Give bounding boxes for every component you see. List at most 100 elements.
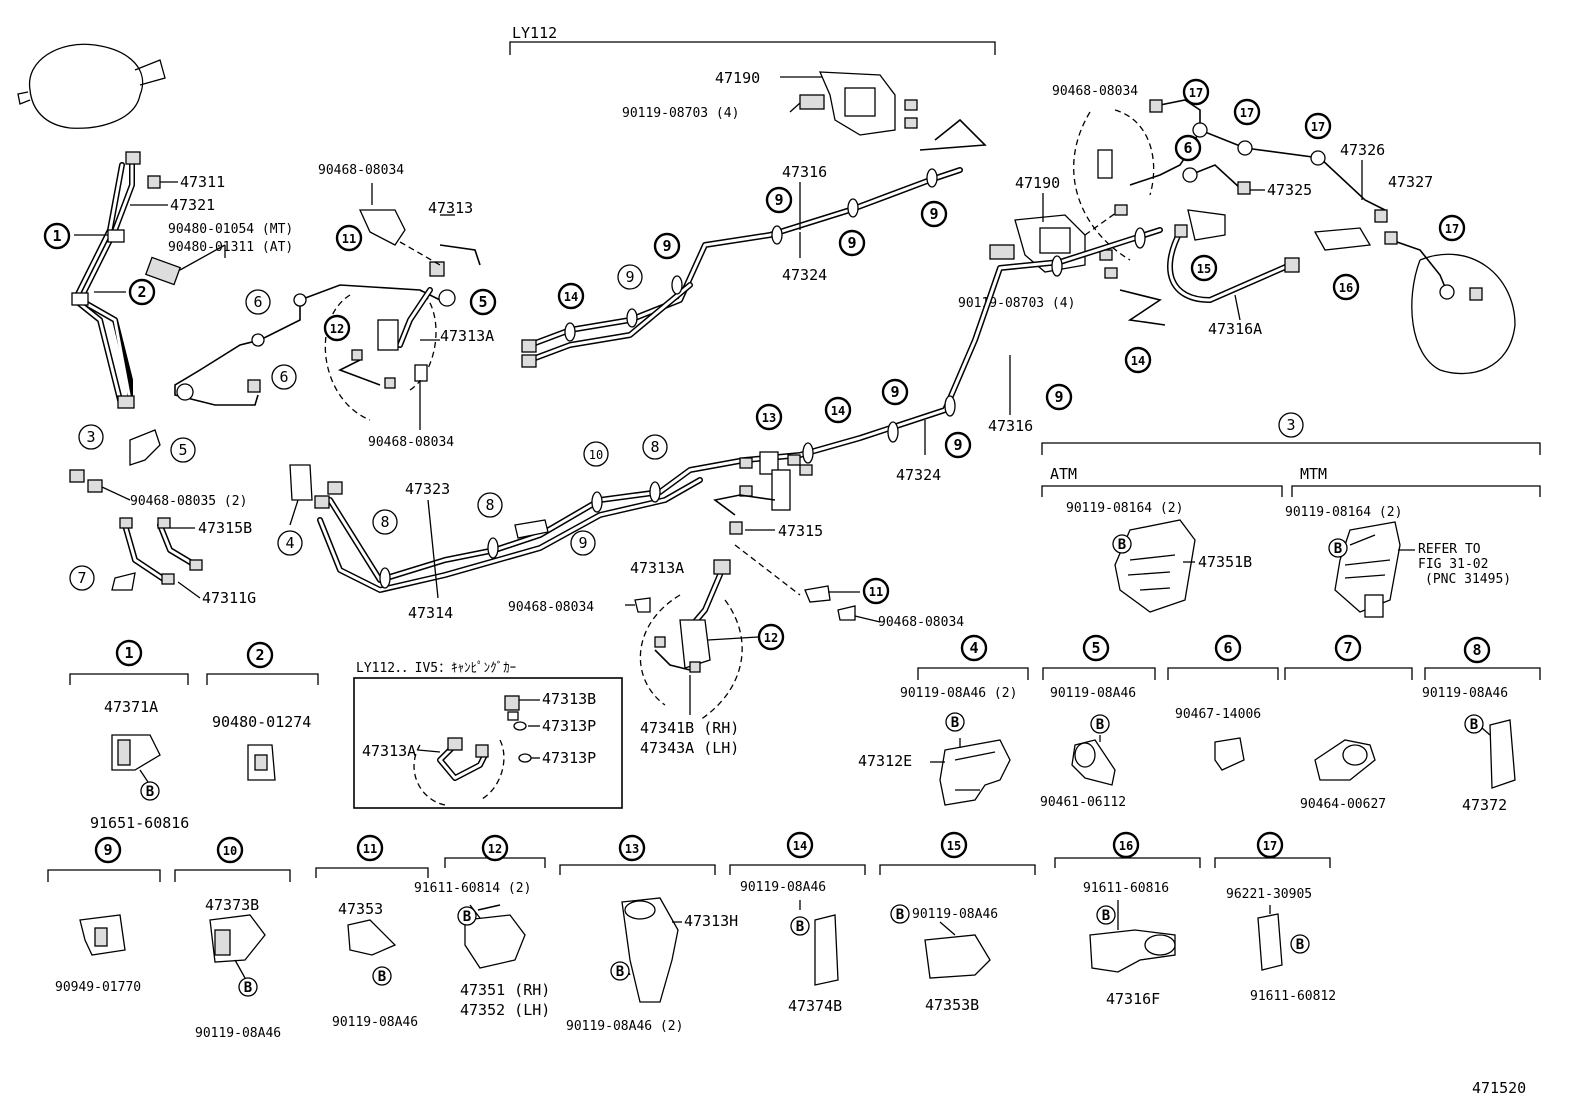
- callout-circle: [335, 224, 363, 252]
- callout-number: 17: [1445, 222, 1459, 236]
- label-47313h: 47313H: [684, 912, 738, 930]
- callout-circle: [862, 577, 890, 605]
- svg-text:B: B: [463, 909, 471, 925]
- label-47315: 47315: [778, 522, 823, 540]
- label-atm-bolt: 90119-08164 (2): [1066, 501, 1183, 516]
- diagram-id: 471520: [1472, 1079, 1526, 1097]
- callout-circle: [469, 288, 497, 316]
- callout-circle: [881, 378, 909, 406]
- callout-group: 1234556678889999999991011111212131414141…: [43, 78, 1491, 864]
- label-90119-08703-right: 90119-08703 (4): [958, 296, 1075, 311]
- callout-number: 15: [1197, 262, 1211, 276]
- callout-circle: [277, 530, 303, 556]
- hose-and-tubes-left: [144, 244, 456, 406]
- label-47315b: 47315B: [198, 519, 252, 537]
- callout-circle: [786, 831, 814, 859]
- label-90468-08035: 90468-08035 (2): [130, 494, 247, 509]
- label-d16a: 91611-60816: [1083, 881, 1169, 896]
- callout-circle: [1182, 78, 1210, 106]
- label-d5a: 90119-08A46: [1050, 686, 1136, 701]
- callout-circle: [765, 186, 793, 214]
- callout-number: 12: [764, 631, 778, 645]
- label-47371a: 47371A: [104, 698, 158, 716]
- callout-circle: [838, 229, 866, 257]
- label-47313b: 47313B: [542, 690, 596, 708]
- callout-circle: [170, 437, 196, 463]
- callout-number: 14: [1131, 354, 1145, 368]
- callout-circle: [1233, 98, 1261, 126]
- label-47324-top: 47324: [782, 266, 827, 284]
- label-47374b: 47374B: [788, 997, 842, 1015]
- callout-number: 14: [793, 839, 807, 853]
- label-90480-mt: 90480-01054 (MT): [168, 222, 293, 237]
- detail-brackets-row1: [69, 667, 1541, 806]
- callout-number: 7: [1343, 639, 1352, 657]
- callout-number: 3: [86, 428, 95, 446]
- label-47313a-inset: 47313A: [362, 742, 416, 760]
- callout-circle: [356, 834, 384, 862]
- label-90480-at: 90480-01311 (AT): [168, 240, 293, 255]
- proportioning-valve-top: [780, 71, 918, 136]
- callout-number: 11: [342, 232, 356, 246]
- rear-tubes-right: [1073, 99, 1388, 261]
- callout-number: 6: [279, 368, 288, 386]
- group3-brackets: [1041, 442, 1541, 618]
- callout-number: 9: [103, 841, 112, 859]
- label-d15a: 90119-08A46: [912, 907, 998, 922]
- label-91651-60816: 91651-60816: [90, 814, 189, 832]
- label-90480-01274: 90480-01274: [212, 713, 311, 731]
- callout-number: 14: [831, 404, 845, 418]
- ly112-label: LY112: [512, 24, 557, 42]
- label-47372: 47372: [1462, 796, 1507, 814]
- callout-circle: [642, 434, 668, 460]
- label-90119-08703-top: 90119-08703 (4): [622, 106, 739, 121]
- label-d6a: 90467-14006: [1175, 707, 1261, 722]
- label-47313: 47313: [428, 199, 473, 217]
- label-47373b: 47373B: [205, 896, 259, 914]
- callout-circle: [1174, 134, 1202, 162]
- flex-hose-47316a: [1167, 209, 1300, 321]
- label-47324-main: 47324: [896, 466, 941, 484]
- label-47312e: 47312E: [858, 752, 912, 770]
- callout-number: 10: [223, 844, 237, 858]
- callout-number: 9: [1054, 388, 1063, 406]
- label-90468-a: 90468-08034: [318, 163, 404, 178]
- label-47316a: 47316A: [1208, 320, 1262, 338]
- caliper-hose-upper: [324, 287, 440, 430]
- bracket-11-upper: [358, 183, 481, 266]
- label-90468-e: 90468-08034: [508, 600, 594, 615]
- callout-number: 12: [488, 842, 502, 856]
- callout-circle: [757, 623, 785, 651]
- callout-number: 8: [650, 438, 659, 456]
- label-d13b: 90119-08A46 (2): [566, 1019, 683, 1034]
- label-47316-top: 47316: [782, 163, 827, 181]
- label-47323: 47323: [405, 480, 450, 498]
- callout-number: 8: [380, 513, 389, 531]
- caliper-hose-lower: [625, 544, 881, 721]
- label-47325: 47325: [1267, 181, 1312, 199]
- svg-text:B: B: [1470, 717, 1478, 733]
- callout-number: 5: [178, 441, 187, 459]
- label-47313p-1: 47313P: [542, 717, 596, 735]
- label-47326: 47326: [1340, 141, 1385, 159]
- label-47190-top: 47190: [715, 69, 760, 87]
- callout-number: 2: [137, 283, 146, 301]
- label-47353: 47353: [338, 900, 383, 918]
- callout-circle: [920, 200, 948, 228]
- callout-number: 6: [253, 293, 262, 311]
- label-d17a: 96221-30905: [1226, 887, 1312, 902]
- rear-right-wheel: [1313, 227, 1516, 375]
- callout-circle: [216, 836, 244, 864]
- label-47316f: 47316F: [1106, 990, 1160, 1008]
- callout-circle: [69, 565, 95, 591]
- label-47353b: 47353B: [925, 996, 979, 1014]
- callout-number: 3: [1286, 416, 1295, 434]
- callout-circle: [824, 396, 852, 424]
- label-mtm-bolt: 90119-08164 (2): [1285, 505, 1402, 520]
- callout-circle: [1304, 112, 1332, 140]
- callout-circle: [557, 282, 585, 310]
- callout-circle: [271, 364, 297, 390]
- inset-box: [353, 677, 623, 809]
- label-47311g: 47311G: [202, 589, 256, 607]
